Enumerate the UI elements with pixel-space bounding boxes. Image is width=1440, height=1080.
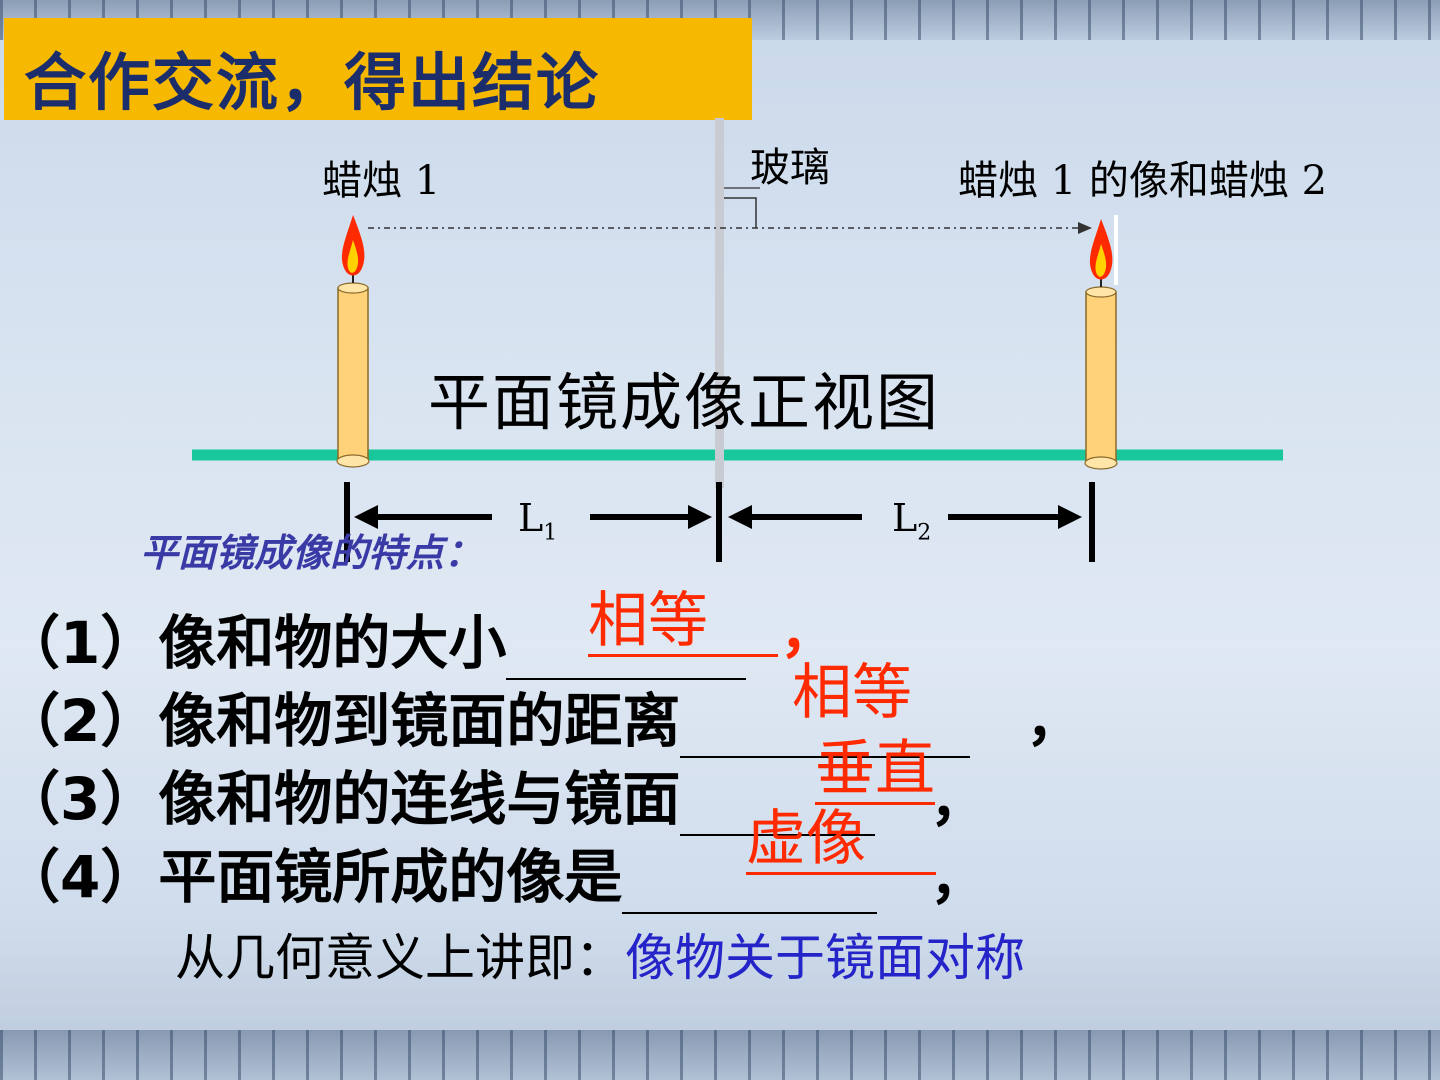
glass-label: 玻璃 bbox=[750, 145, 830, 191]
l2-main: L bbox=[892, 496, 918, 540]
feature-item-2-answer: 相等 bbox=[792, 658, 912, 728]
l2-arrows bbox=[728, 505, 1082, 529]
l1-arrows bbox=[354, 505, 712, 529]
feature-item-4-blank bbox=[622, 862, 878, 914]
feature-item-4-answer: 虚像 bbox=[746, 806, 936, 875]
feature-item-3-blank bbox=[680, 784, 876, 836]
feature-item-2-comma: ， bbox=[1026, 688, 1082, 754]
feature-item-4-text: （4）平面镜所成的像是 bbox=[2, 843, 623, 911]
feature-item-4-comma: ， bbox=[930, 846, 986, 912]
l1-sub: 1 bbox=[543, 520, 558, 546]
feature-item-3: （3）像和物的连线与镜面 bbox=[2, 752, 876, 836]
feature-item-3-text: （3）像和物的连线与镜面 bbox=[2, 765, 681, 833]
feature-item-3-comma: ， bbox=[930, 768, 986, 834]
candle-2-label: 蜡烛 1 的像和蜡烛 2 bbox=[958, 158, 1328, 204]
candle-1 bbox=[336, 215, 370, 468]
candle-2 bbox=[1084, 215, 1118, 470]
l1-main: L bbox=[518, 496, 544, 540]
l1-label: L1 bbox=[518, 496, 557, 546]
feature-item-3-answer: 垂直 bbox=[815, 734, 935, 805]
candle-1-label: 蜡烛 1 bbox=[322, 158, 441, 204]
feature-item-1-comma: ， bbox=[780, 600, 836, 666]
l2-sub: 2 bbox=[917, 520, 932, 546]
conclusion-highlight: 像物关于镜面对称 bbox=[625, 929, 1025, 987]
decorative-bottom-border bbox=[0, 1030, 1440, 1080]
feature-item-2-text: （2）像和物到镜面的距离 bbox=[2, 687, 681, 755]
conclusion-prefix: 从几何意义上讲即： bbox=[175, 929, 625, 987]
feature-item-4: （4）平面镜所成的像是 bbox=[2, 830, 878, 914]
feature-item-1: （1）像和物的大小 bbox=[2, 596, 747, 680]
features-heading: 平面镜成像的特点： bbox=[140, 530, 483, 575]
feature-item-1-answer: 相等 bbox=[588, 588, 778, 657]
title-banner: 合作交流，得出结论 bbox=[4, 18, 752, 120]
feature-item-2: （2）像和物到镜面的距离 bbox=[2, 674, 971, 758]
l2-label: L2 bbox=[892, 496, 931, 546]
slide-title: 合作交流，得出结论 bbox=[24, 46, 601, 119]
feature-item-2-blank bbox=[680, 706, 971, 758]
right-angle-mark bbox=[724, 197, 757, 228]
feature-item-1-text: （1）像和物的大小 bbox=[2, 609, 507, 677]
front-view-label: 平面镜成像正视图 bbox=[428, 366, 941, 439]
feature-item-1-blank bbox=[506, 628, 747, 680]
glass-plate bbox=[715, 118, 724, 488]
connecting-arrowhead bbox=[1078, 222, 1092, 234]
conclusion-line: 从几何意义上讲即：像物关于镜面对称 bbox=[175, 918, 1025, 990]
